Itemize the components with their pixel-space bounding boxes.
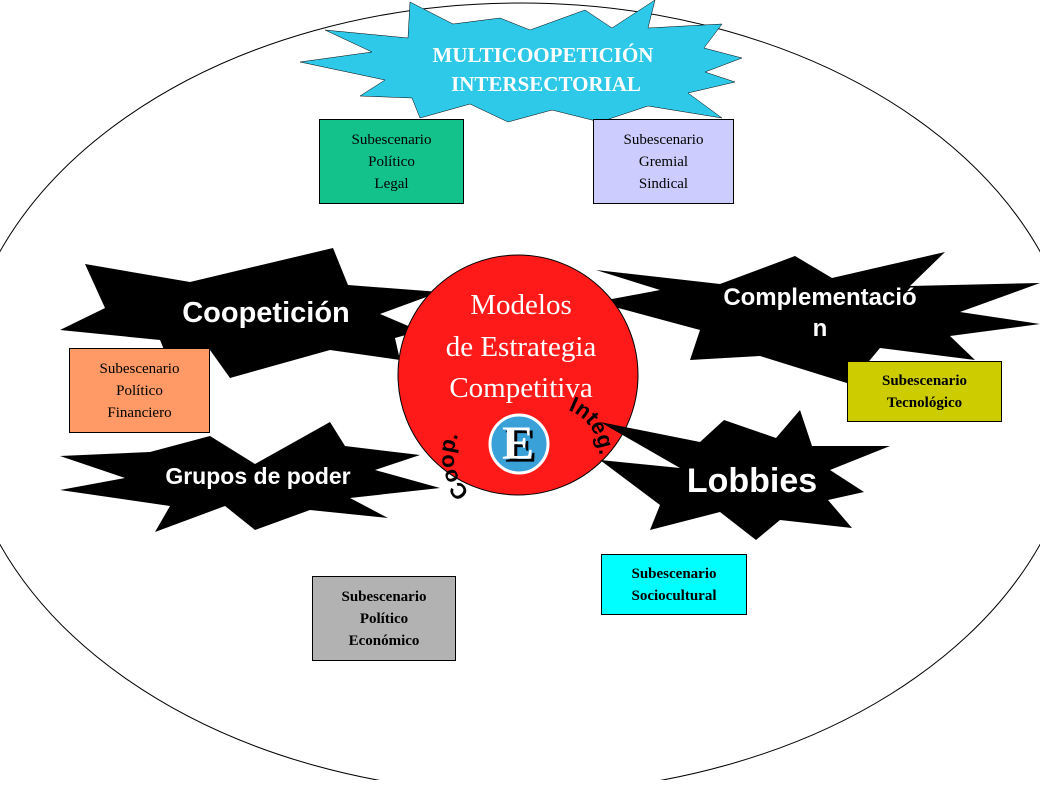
- box-gremial-sindical: Subescenario Gremial Sindical: [593, 119, 734, 204]
- center-line-1: Modelos: [470, 289, 572, 321]
- box-economico-line-3: Económico: [348, 632, 420, 649]
- banner-line-2: INTERSECTORIAL: [451, 72, 641, 96]
- box-financiero-line-1: Subescenario: [99, 360, 180, 377]
- e-letter-shadow: E: [505, 420, 537, 473]
- complementacion-label-2: n: [813, 315, 828, 342]
- box-sociocultural-line-1: Subescenario: [631, 565, 717, 582]
- coopeticion-burst: [60, 248, 440, 378]
- box-sociocultural-line-2: Sociocultural: [631, 587, 717, 604]
- grupos-label: Grupos de poder: [165, 463, 350, 489]
- center-line-3: Competitiva: [449, 372, 593, 404]
- center-circle: [397, 254, 639, 496]
- box-politico-economico: Subescenario Político Económico: [312, 576, 456, 661]
- complementacion-burst: [596, 252, 1040, 384]
- complementacion-label-1: Complementació: [723, 284, 916, 311]
- box-gremial-line-3: Sindical: [638, 175, 689, 192]
- box-sociocultural: Subescenario Sociocultural: [601, 554, 747, 615]
- box-politico-financiero: Subescenario Político Financiero: [69, 348, 210, 433]
- box-economico-line-1: Subescenario: [341, 588, 427, 605]
- box-gremial-line-2: Gremial: [638, 153, 689, 170]
- banner-line-1: MULTICOOPETICIÓN: [433, 43, 654, 67]
- center-line-2: de Estrategia: [446, 331, 597, 363]
- box-tecnologico-line-1: Subescenario: [881, 372, 967, 389]
- box-financiero-line-2: Político: [116, 382, 163, 399]
- e-letter: E: [502, 417, 534, 470]
- lobbies-label: Lobbies: [687, 462, 817, 500]
- box-gremial-line-1: Subescenario: [623, 131, 704, 148]
- e-circle: [488, 413, 550, 475]
- coopeticion-label: Coopetición: [182, 297, 350, 329]
- box-financiero-line-3: Financiero: [107, 404, 172, 421]
- lobbies-burst: [600, 410, 890, 540]
- box-politico-legal: Subescenario Político Legal: [319, 119, 464, 204]
- box-politico-legal-line-2: Político: [368, 153, 415, 170]
- title-banner-burst: [299, 0, 743, 123]
- grupos-burst: [60, 422, 440, 532]
- box-politico-legal-line-3: Legal: [374, 175, 409, 192]
- box-tecnologico: Subescenario Tecnológico: [847, 361, 1002, 422]
- box-politico-legal-line-1: Subescenario: [351, 131, 432, 148]
- box-tecnologico-line-2: Tecnológico: [886, 394, 963, 411]
- box-economico-line-2: Político: [359, 610, 409, 627]
